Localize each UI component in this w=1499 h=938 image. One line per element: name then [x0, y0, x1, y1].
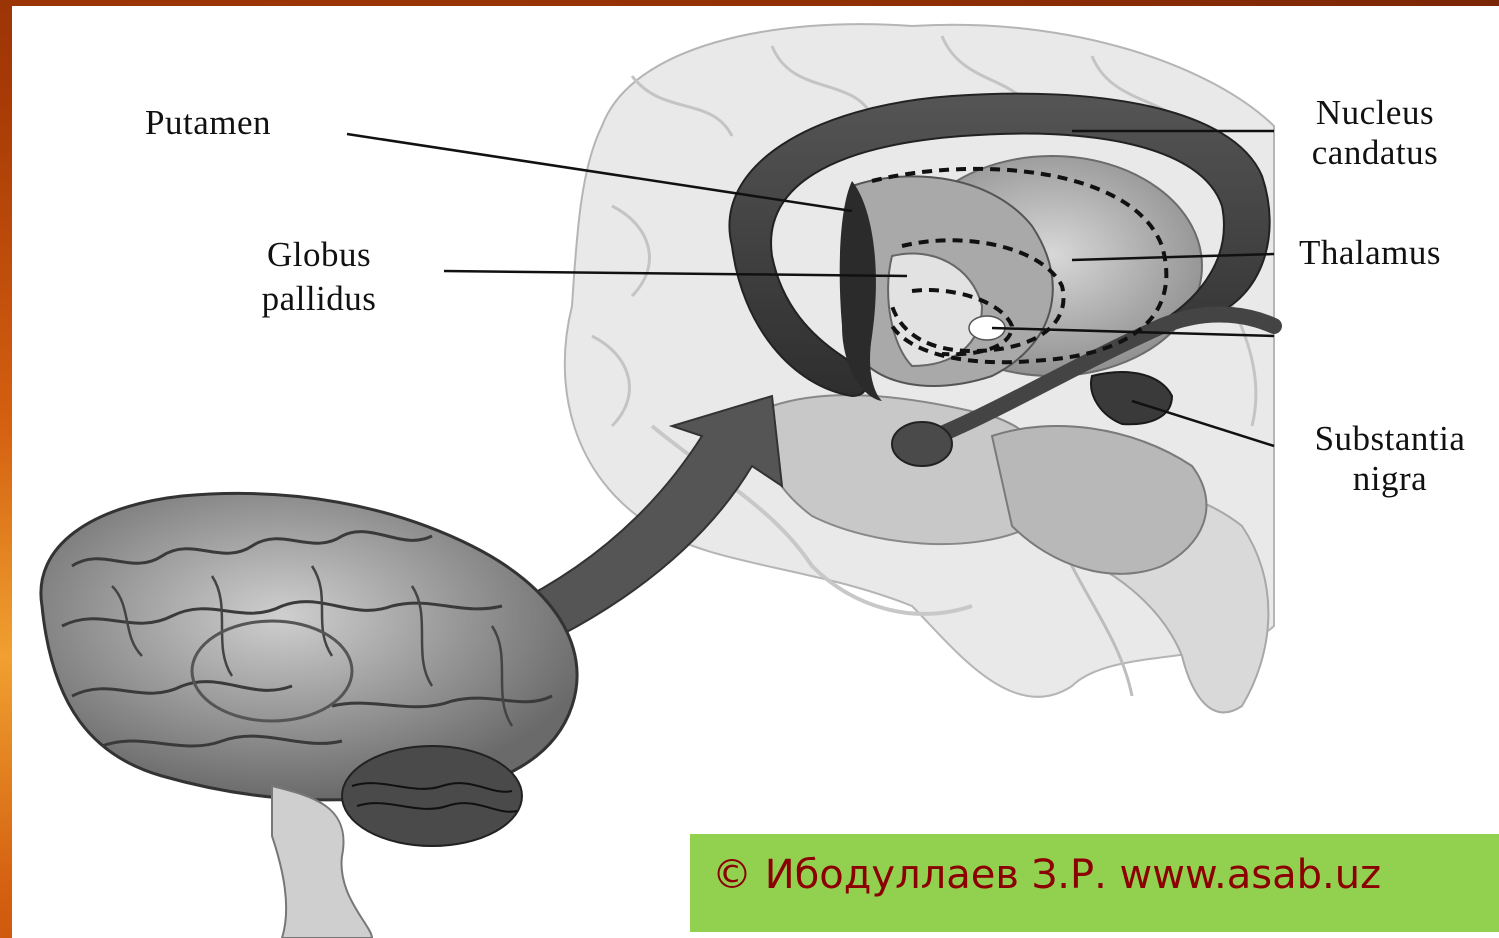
label-globus-line1: Globus — [234, 234, 404, 276]
label-substantia-line2: nigra — [1290, 458, 1490, 500]
cerebellum — [342, 746, 522, 846]
copyright-banner: © Ибодуллаев З.Р. www.asab.uz — [690, 834, 1499, 932]
brain-illustration — [12, 6, 1499, 938]
whole-brain — [41, 493, 577, 938]
label-thalamus: Thalamus — [1299, 232, 1441, 274]
label-substantia-line1: Substantia — [1290, 418, 1490, 460]
copyright-text: © Ибодуллаев З.Р. www.asab.uz — [712, 852, 1381, 898]
slide: Putamen Globus pallidus Nucleus candatus… — [12, 6, 1499, 938]
label-globus-line2: pallidus — [234, 278, 404, 320]
label-putamen: Putamen — [145, 102, 271, 144]
label-nucleus-line1: Nucleus — [1290, 92, 1460, 134]
label-nucleus-line2: candatus — [1290, 132, 1460, 174]
amygdala — [892, 422, 952, 466]
